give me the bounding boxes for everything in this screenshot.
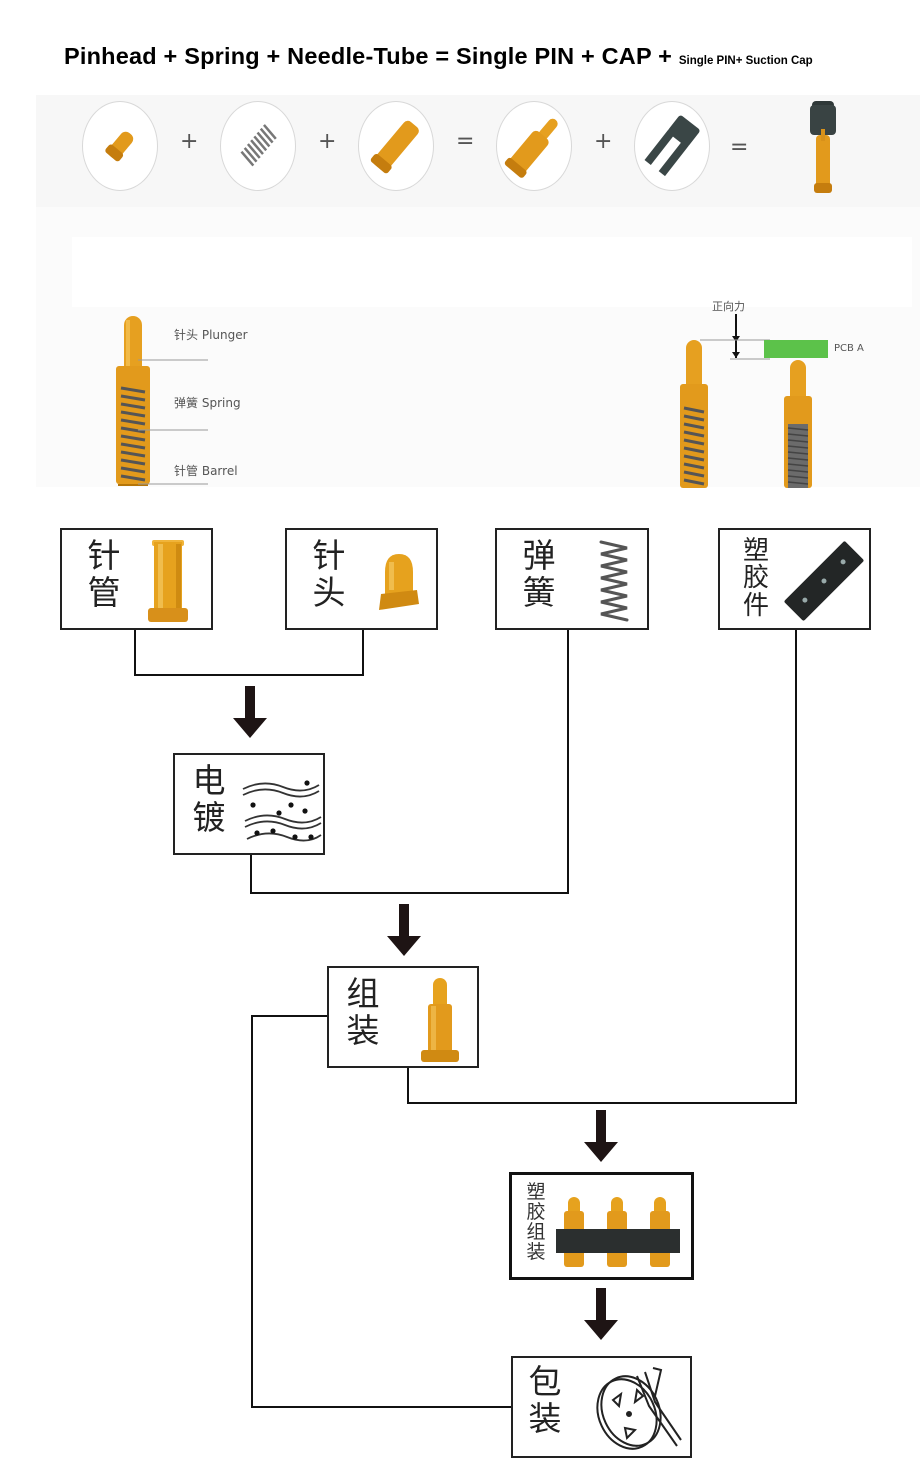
box-label: 包装 <box>525 1362 565 1438</box>
box-label: 塑胶组装 <box>524 1181 548 1263</box>
single-pin-circle <box>496 101 572 191</box>
box-label-char: 包 <box>528 1362 562 1401</box>
pin-strip-icon <box>556 1197 680 1267</box>
box-label-char: 针 <box>87 536 121 575</box>
connector-line <box>407 1102 797 1104</box>
needle-tube-circle <box>358 101 434 191</box>
flow-arrow-icon <box>584 1288 618 1340</box>
box-label-char: 装 <box>526 1240 546 1263</box>
connector-line <box>251 1015 253 1408</box>
box-label: 塑胶件 <box>736 536 776 621</box>
plunger-tip-icon <box>379 554 419 610</box>
barrel-label: 针管 Barrel <box>174 464 238 478</box>
operator-equals: = <box>456 129 475 154</box>
pogo-pin-cross-section <box>116 316 208 486</box>
box-label: 弹簧 <box>519 536 559 612</box>
connector-line <box>134 674 364 676</box>
flow-box-assembly: 组装 <box>327 966 479 1068</box>
box-label-char: 管 <box>87 572 121 612</box>
flow-box-barrel: 针管 <box>60 528 213 630</box>
operator-equals: = <box>730 135 749 160</box>
operator-plus: + <box>318 129 337 154</box>
connector-line <box>250 852 252 894</box>
formula-title: Pinhead + Spring + Needle-Tube = Single … <box>64 43 920 70</box>
spring-label: 弹簧 Spring <box>174 396 241 410</box>
component-strip: + + = + <box>36 95 920 207</box>
box-label-char: 塑 <box>742 536 769 566</box>
box-label-char: 电 <box>192 761 226 800</box>
box-label-char: 件 <box>742 590 769 621</box>
box-label-char: 头 <box>312 572 346 612</box>
box-label-char: 簧 <box>522 572 556 612</box>
connector-line <box>362 628 364 676</box>
box-label-char: 组 <box>346 974 380 1013</box>
box-label-char: 弹 <box>522 536 556 575</box>
pinhead-icon <box>105 131 134 162</box>
box-label-char: 装 <box>528 1398 562 1438</box>
flow-box-plastic-part: 塑胶件 <box>718 528 871 630</box>
barrel-icon <box>148 540 188 622</box>
flow-box-plastic-assembly: 塑胶组装 <box>509 1172 694 1280</box>
single-pin-icon <box>504 118 558 178</box>
plastic-part-icon <box>784 541 864 621</box>
flow-box-packaging: 包装 <box>511 1356 692 1458</box>
cap-circle <box>634 101 710 191</box>
formula-tail: Single PIN+ Suction Cap <box>678 55 813 67</box>
box-label-char: 针 <box>312 536 346 575</box>
flow-arrow-icon <box>584 1110 618 1162</box>
box-label-char: 组 <box>526 1220 546 1243</box>
box-label-char: 塑 <box>526 1181 546 1203</box>
pin-with-suction-cap-icon <box>810 101 836 193</box>
plating-waves-icon <box>242 780 322 842</box>
box-label-char: 镀 <box>192 797 226 837</box>
connector-line <box>250 892 569 894</box>
spring-icon <box>240 124 277 167</box>
connector-line <box>134 628 136 676</box>
flow-box-plunger: 针头 <box>285 528 438 630</box>
assembled-pin-icon <box>421 978 459 1062</box>
flow-arrow-icon <box>233 686 267 738</box>
pinhead-circle <box>82 101 158 191</box>
box-label: 组装 <box>343 974 383 1050</box>
tape-reel-icon <box>596 1367 682 1450</box>
connector-line <box>407 1066 409 1104</box>
connector-line <box>251 1015 329 1017</box>
flow-box-plating: 电镀 <box>173 753 325 855</box>
flow-box-spring: 弹簧 <box>495 528 649 630</box>
needle-tube-icon <box>370 120 419 174</box>
box-label-char: 胶 <box>526 1200 546 1223</box>
box-label: 针头 <box>309 536 349 612</box>
spring-circle <box>220 101 296 191</box>
operator-plus: + <box>180 129 199 154</box>
box-label-char: 胶 <box>742 563 769 594</box>
force-diagram <box>680 314 828 488</box>
connector-line <box>567 628 569 894</box>
spring-icon <box>599 540 629 622</box>
pcb-label: PCB A <box>834 343 864 354</box>
operator-plus: + <box>594 129 613 154</box>
box-label-char: 装 <box>346 1010 380 1050</box>
cap-icon <box>644 115 700 177</box>
flow-arrow-icon <box>387 904 421 956</box>
box-label: 电镀 <box>189 761 229 837</box>
connector-line <box>795 628 797 1104</box>
box-label: 针管 <box>84 536 124 612</box>
plunger-label: 针头 Plunger <box>174 328 248 342</box>
force-label: 正向力 <box>712 300 745 313</box>
connector-line <box>251 1406 513 1408</box>
formula-main: Pinhead + Spring + Needle-Tube = Single … <box>64 43 679 69</box>
